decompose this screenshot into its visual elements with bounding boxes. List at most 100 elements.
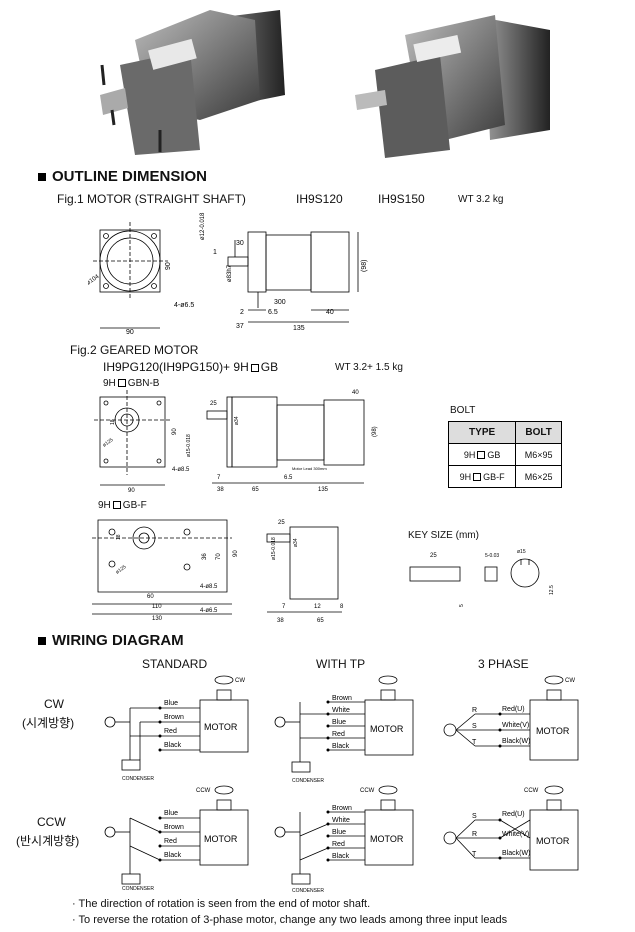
- svg-text:ø15-0.018: ø15-0.018: [271, 537, 277, 560]
- ccw-label-kr: (반시계방향): [16, 834, 80, 848]
- svg-text:38: 38: [217, 487, 224, 493]
- svg-text:Black: Black: [332, 853, 350, 860]
- note-reverse: · To reverse the rotation of 3-phase mot…: [72, 914, 508, 926]
- svg-text:37: 37: [236, 323, 244, 330]
- svg-text:T: T: [472, 851, 477, 858]
- svg-text:S: S: [472, 813, 477, 820]
- gbf-drawing: 18 36 70 90 ø125 25 ø15-0.018 ø34 60 110…: [92, 519, 344, 624]
- svg-text:Brown: Brown: [164, 824, 184, 831]
- svg-text:Blue: Blue: [164, 810, 178, 817]
- svg-text:CONDENSER: CONDENSER: [122, 886, 154, 892]
- key-size-drawing: 25 5-0.03 5 12.5 ø15: [409, 549, 555, 607]
- svg-text:70: 70: [216, 553, 222, 560]
- svg-text:38: 38: [277, 618, 284, 624]
- svg-text:4-ø8.5: 4-ø8.5: [172, 467, 190, 473]
- svg-text:Black(W): Black(W): [502, 738, 530, 745]
- svg-text:White: White: [332, 707, 350, 714]
- svg-text:ø83h7: ø83h7: [227, 264, 233, 282]
- svg-text:ø15-0.018: ø15-0.018: [186, 434, 192, 457]
- fig2-label: Fig.2 GEARED MOTOR: [70, 343, 199, 357]
- svg-text:90: 90: [165, 262, 172, 270]
- svg-text:90: 90: [233, 550, 239, 557]
- svg-text:6.5: 6.5: [268, 309, 278, 316]
- svg-text:2: 2: [240, 309, 244, 316]
- svg-text:MOTOR: MOTOR: [536, 726, 570, 736]
- svg-text:ø125: ø125: [115, 564, 128, 576]
- svg-text:White: White: [332, 817, 350, 824]
- svg-text:Black(W): Black(W): [502, 850, 530, 857]
- svg-text:CONDENSER: CONDENSER: [292, 778, 324, 784]
- svg-text:MOTOR: MOTOR: [204, 834, 238, 844]
- svg-text:Brown: Brown: [332, 805, 352, 812]
- svg-text:S: S: [472, 723, 477, 730]
- svg-text:Black: Black: [164, 852, 182, 859]
- svg-text:CCW: CCW: [196, 788, 211, 794]
- svg-text:MOTOR: MOTOR: [204, 722, 238, 732]
- ccw-label: CCW: [37, 815, 66, 829]
- notes: · The direction of rotation is seen from…: [72, 896, 507, 928]
- svg-text:MOTOR: MOTOR: [370, 834, 404, 844]
- col-with-tp: WITH TP: [316, 657, 366, 671]
- fig2-weight: WT 3.2+ 1.5 kg: [335, 362, 403, 373]
- svg-text:5-0.03: 5-0.03: [485, 553, 499, 559]
- svg-text:ø34: ø34: [293, 538, 299, 547]
- svg-text:18: 18: [110, 419, 116, 425]
- svg-text:CONDENSER: CONDENSER: [292, 888, 324, 894]
- svg-text:90: 90: [126, 329, 134, 335]
- gbnb-drawing: 25 40 18 ø15-0.018 ø125 90 ø34 (98) 4-ø8…: [94, 390, 378, 494]
- svg-text:135: 135: [293, 325, 305, 332]
- fig1-weight: WT 3.2 kg: [458, 194, 504, 205]
- key-size-title: KEY SIZE (mm): [408, 530, 479, 541]
- outline-dimension-title: OUTLINE DIMENSION: [38, 168, 207, 185]
- bolt-title: BOLT: [450, 405, 476, 416]
- svg-text:Red(U): Red(U): [502, 811, 525, 818]
- col-standard: STANDARD: [142, 657, 208, 671]
- wiring-tp-cw: Brown White Blue Red Black MOTOR CONDENS…: [274, 675, 414, 784]
- svg-text:90: 90: [172, 428, 178, 435]
- svg-text:ø34: ø34: [234, 416, 240, 425]
- fig1-model1: IH9S120: [296, 192, 343, 206]
- wiring-diagram-title: WIRING DIAGRAM: [38, 632, 184, 649]
- svg-text:Red: Red: [164, 838, 177, 845]
- svg-text:R: R: [472, 831, 477, 838]
- svg-text:60: 60: [147, 594, 154, 600]
- wiring-standard-cw: Blue Brown Red Black MOTOR CW CONDENSER: [104, 675, 249, 782]
- svg-text:ø15: ø15: [517, 549, 526, 555]
- svg-text:8: 8: [340, 604, 344, 610]
- motor-photo-right: [355, 15, 550, 158]
- wiring-3phase-cw: R S T Red(U) White(V) Black(W) MOTOR CW: [443, 675, 579, 761]
- svg-text:300: 300: [274, 299, 286, 306]
- svg-text:7: 7: [282, 604, 286, 610]
- fig1-model2: IH9S150: [378, 192, 425, 206]
- svg-text:T: T: [472, 739, 477, 746]
- svg-text:30: 30: [236, 240, 244, 247]
- wiring-standard-ccw: Blue Brown Red Black MOTOR CCW CONDENSER: [104, 785, 249, 892]
- svg-text:40: 40: [352, 390, 359, 396]
- svg-text:CW: CW: [565, 678, 575, 684]
- svg-text:(98): (98): [372, 426, 378, 437]
- svg-text:Brown: Brown: [164, 714, 184, 721]
- svg-text:ø104: ø104: [88, 273, 101, 286]
- svg-text:CONDENSER: CONDENSER: [122, 776, 154, 782]
- fig1-drawing: ø12-0.018 30 1 90 ø83h7 (98) ø104 4-ø6.5…: [88, 212, 368, 335]
- svg-text:110: 110: [152, 604, 162, 610]
- svg-text:Black: Black: [164, 742, 182, 749]
- svg-text:12: 12: [314, 604, 321, 610]
- note-rotation: · The direction of rotation is seen from…: [72, 898, 371, 910]
- svg-text:White(V): White(V): [502, 831, 529, 838]
- svg-text:Red: Red: [164, 728, 177, 735]
- svg-text:18: 18: [116, 534, 122, 540]
- wiring-3phase-ccw: S R T Red(U) White(V) Black(W) MOTOR CCW: [443, 785, 579, 871]
- svg-text:Black: Black: [332, 743, 350, 750]
- svg-text:CW: CW: [235, 678, 245, 684]
- motor-photo-left: [100, 10, 285, 155]
- svg-text:36: 36: [202, 553, 208, 560]
- svg-text:R: R: [472, 707, 477, 714]
- col-3-phase: 3 PHASE: [478, 657, 529, 671]
- svg-text:130: 130: [152, 616, 163, 622]
